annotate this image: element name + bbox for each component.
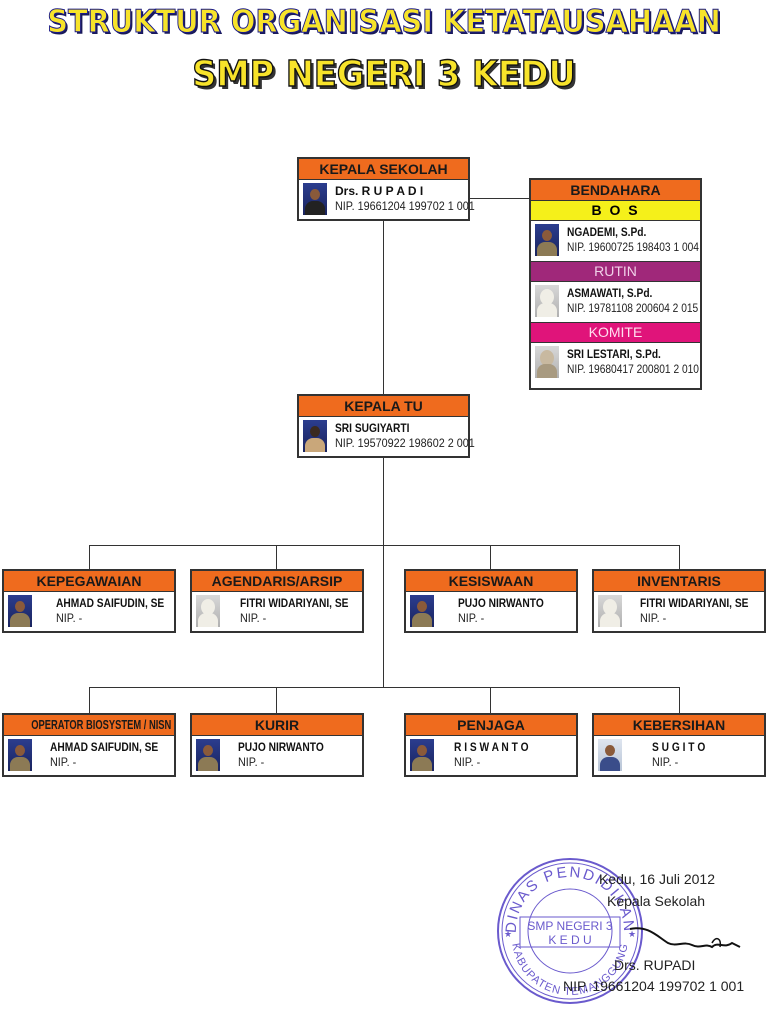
svg-text:★: ★ (504, 929, 512, 939)
chart-title: STRUKTUR ORGANISASI KETATAUSAHAAN (47, 4, 722, 41)
connector-row2-drop-1 (89, 687, 90, 713)
kepegawaian-nip: NIP. - (56, 611, 83, 625)
kebersihan-header: KEBERSIHAN (594, 715, 764, 736)
connector-row2-drop-2 (276, 687, 277, 713)
svg-text:★: ★ (628, 929, 636, 939)
operator-header: OPERATOR BIOSYSTEM / NISN (4, 715, 174, 736)
connector-row2-horizontal (89, 687, 680, 688)
kepala-tu-box: KEPALA TU SRI SUGIYARTI NIP. 19570922 19… (297, 394, 475, 458)
kebersihan-nip: NIP. - (652, 755, 679, 769)
kebersihan-name: S U G I T O (652, 740, 706, 754)
kepegawaian-header: KEPEGAWAIAN (4, 571, 174, 592)
signature-place-date: Kedu, 16 Juli 2012 (599, 871, 715, 887)
kepala-sekolah-nip: NIP. 19661204 199702 1 001 (335, 199, 475, 213)
komite-name: SRI LESTARI, S.Pd. (567, 347, 661, 361)
school-stamp: DINAS PENDIDIKAN KABUPATEN TEMANGGUNG SM… (497, 858, 643, 1004)
kepala-sekolah-name: Drs. R U P A D I (335, 184, 424, 198)
bos-nip: NIP. 19600725 198403 1 004 (567, 240, 699, 254)
rutin-nip: NIP. 19781108 200604 2 015 (567, 301, 699, 315)
agendaris-box: AGENDARIS/ARSIP FITRI WIDARIYANI, SE NIP… (190, 569, 364, 633)
connector-row1-horizontal (89, 545, 680, 546)
connector-ks-bendahara (469, 198, 529, 199)
person-photo-icon (8, 595, 32, 627)
connector-row2-drop-3 (490, 687, 491, 713)
connector-tu-down (383, 458, 384, 688)
person-photo-icon (8, 739, 32, 771)
person-photo-icon (303, 183, 327, 215)
bendahara-box: BENDAHARA B O S NGADEMI, S.Pd. NIP. 1960… (529, 178, 702, 390)
kesiswaan-header: KESISWAAN (406, 571, 576, 592)
penjaga-box: PENJAGA R I S W A N T O NIP. - (404, 713, 578, 777)
connector-row1-drop-4 (679, 545, 680, 570)
kurir-box: KURIR PUJO NIRWANTO NIP. - (190, 713, 364, 777)
kepegawaian-name: AHMAD SAIFUDIN, SE (56, 596, 165, 610)
kurir-nip: NIP. - (238, 755, 265, 769)
connector-row1-drop-3 (490, 545, 491, 570)
inventaris-header: INVENTARIS (594, 571, 764, 592)
inventaris-box: INVENTARIS FITRI WIDARIYANI, SE NIP. - (592, 569, 766, 633)
signature-position: Kepala Sekolah (607, 893, 706, 909)
person-photo-icon (598, 739, 622, 771)
penjaga-name: R I S W A N T O (454, 740, 529, 754)
rutin-name: ASMAWATI, S.Pd. (567, 286, 653, 300)
kepala-sekolah-box: KEPALA SEKOLAH Drs. R U P A D I NIP. 196… (297, 157, 475, 221)
kepegawaian-box: KEPEGAWAIAN AHMAD SAIFUDIN, SE NIP. - (2, 569, 176, 633)
person-photo-icon (196, 739, 220, 771)
kepala-tu-nip: NIP. 19570922 198602 2 001 (335, 436, 475, 450)
komite-label: KOMITE (531, 322, 700, 343)
person-photo-icon (410, 739, 434, 771)
kesiswaan-nip: NIP. - (458, 611, 485, 625)
connector-ks-tu (383, 220, 384, 395)
connector-row2-drop-4 (679, 687, 680, 713)
kepala-tu-name: SRI SUGIYARTI (335, 421, 410, 435)
bos-name: NGADEMI, S.Pd. (567, 225, 647, 239)
bos-label: B O S (531, 201, 700, 221)
agendaris-header: AGENDARIS/ARSIP (192, 571, 362, 592)
person-photo-icon (598, 595, 622, 627)
penjaga-nip: NIP. - (454, 755, 481, 769)
kepala-sekolah-header: KEPALA SEKOLAH (299, 159, 468, 180)
komite-nip: NIP. 19680417 200801 2 010 (567, 362, 699, 376)
handwritten-signature (629, 927, 741, 949)
agendaris-nip: NIP. - (240, 611, 267, 625)
bendahara-header: BENDAHARA (531, 180, 700, 201)
stamp-center-line2: K E D U (548, 933, 591, 947)
operator-nip: NIP. - (50, 755, 77, 769)
kebersihan-box: KEBERSIHAN S U G I T O NIP. - (592, 713, 766, 777)
person-photo-icon (535, 224, 559, 256)
person-photo-icon (303, 420, 327, 452)
school-name-title: SMP NEGERI 3 KEDU (192, 53, 577, 95)
person-photo-icon (196, 595, 220, 627)
signature-name: Drs. RUPADI (614, 957, 696, 973)
operator-box: OPERATOR BIOSYSTEM / NISN AHMAD SAIFUDIN… (2, 713, 176, 777)
kesiswaan-name: PUJO NIRWANTO (458, 596, 544, 610)
connector-row1-drop-1 (89, 545, 90, 570)
agendaris-name: FITRI WIDARIYANI, SE (240, 596, 349, 610)
kurir-name: PUJO NIRWANTO (238, 740, 324, 754)
operator-name: AHMAD SAIFUDIN, SE (50, 740, 159, 754)
person-photo-icon (535, 346, 559, 378)
kurir-header: KURIR (192, 715, 362, 736)
penjaga-header: PENJAGA (406, 715, 576, 736)
inventaris-name: FITRI WIDARIYANI, SE (640, 596, 749, 610)
kepala-tu-header: KEPALA TU (299, 396, 468, 417)
connector-row1-drop-2 (276, 545, 277, 570)
kesiswaan-box: KESISWAAN PUJO NIRWANTO NIP. - (404, 569, 578, 633)
rutin-label: RUTIN (531, 261, 700, 282)
stamp-center-line1: SMP NEGERI 3 (527, 919, 612, 933)
operator-header-label: OPERATOR BIOSYSTEM / NISN (31, 717, 172, 732)
signature-nip: NIP. 19661204 199702 1 001 (563, 978, 745, 994)
person-photo-icon (410, 595, 434, 627)
inventaris-nip: NIP. - (640, 611, 667, 625)
person-photo-icon (535, 285, 559, 317)
